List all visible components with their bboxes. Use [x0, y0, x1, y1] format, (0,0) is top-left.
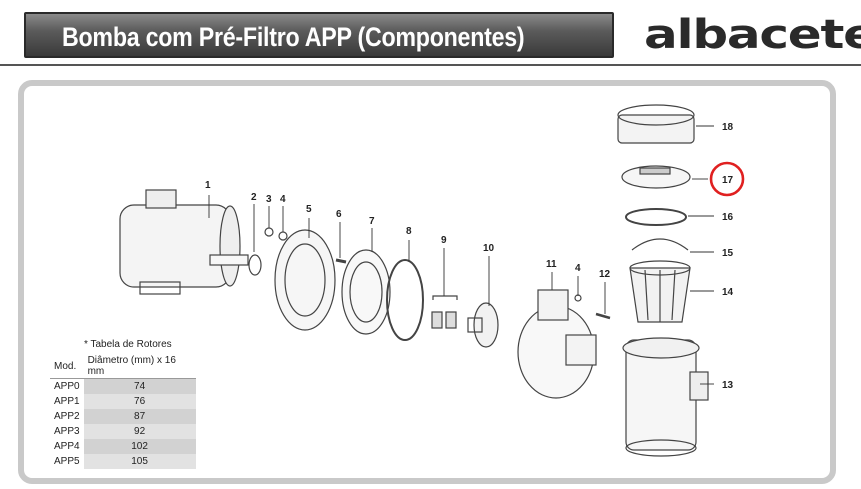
cell-diameter: 105 [83, 454, 196, 469]
part-strainer-housing [622, 337, 709, 457]
part-screw-12 [595, 312, 611, 320]
table-row: APP1 76 [50, 394, 196, 409]
part-o-ring [386, 259, 424, 341]
table-row: APP5 105 [50, 454, 196, 469]
cell-diameter: 76 [83, 394, 196, 409]
table-header: Mod. Diâmetro (mm) x 16 mm [50, 354, 196, 379]
part-screw [335, 258, 347, 264]
label-3: 3 [266, 194, 272, 205]
label-9: 9 [441, 235, 447, 246]
page-title: Bomba com Pré-Filtro APP (Componentes) [62, 22, 525, 52]
part-volute [517, 289, 597, 399]
part-nut-3 [264, 227, 274, 237]
label-16: 16 [722, 212, 734, 223]
part-lock-ring [617, 104, 695, 144]
part-motor [119, 189, 249, 295]
label-12: 12 [599, 269, 611, 280]
table-row: APP3 92 [50, 424, 196, 439]
cell-model: APP2 [50, 409, 84, 424]
label-1: 1 [205, 180, 211, 191]
cell-diameter: 87 [83, 409, 196, 424]
cell-diameter: 92 [83, 424, 196, 439]
label-2: 2 [251, 192, 257, 203]
cell-model: APP4 [50, 439, 84, 454]
part-washer [248, 254, 262, 276]
leader-lines [208, 125, 714, 385]
label-8: 8 [406, 226, 412, 237]
label-10: 10 [483, 243, 495, 254]
label-5: 5 [306, 204, 312, 215]
part-gasket [625, 208, 687, 226]
part-basket [629, 260, 691, 323]
cell-model: APP0 [50, 378, 84, 394]
brand-logo: albacete [644, 12, 861, 58]
label-4b: 4 [575, 263, 581, 274]
rotor-table-note: * Tabela de Rotores [84, 339, 172, 350]
label-13: 13 [722, 380, 734, 391]
label-11: 11 [546, 259, 557, 270]
column-diameter: Diâmetro (mm) x 16 mm [83, 354, 196, 379]
rotor-table: Mod. Diâmetro (mm) x 16 mm APP0 74 APP1 … [50, 354, 196, 469]
part-impeller [467, 302, 499, 348]
table-row: APP0 74 [50, 378, 196, 394]
header: Bomba com Pré-Filtro APP (Componentes) a… [0, 0, 861, 68]
column-model: Mod. [50, 354, 84, 379]
part-flange [274, 229, 336, 331]
highlight-circle [709, 161, 745, 197]
label-15: 15 [722, 248, 734, 259]
cell-model: APP1 [50, 394, 84, 409]
cell-diameter: 102 [83, 439, 196, 454]
part-lid [621, 165, 691, 189]
table-row: APP2 87 [50, 409, 196, 424]
part-handle [631, 238, 689, 251]
label-14: 14 [722, 287, 734, 298]
cell-diameter: 74 [83, 378, 196, 394]
cell-model: APP5 [50, 454, 84, 469]
part-labels: 1 2 3 4 5 6 7 8 9 10 11 4 12 13 14 15 16… [205, 122, 734, 391]
label-7: 7 [369, 216, 375, 227]
label-17: 17 [722, 175, 734, 186]
table-row: APP4 102 [50, 439, 196, 454]
label-6: 6 [336, 209, 342, 220]
part-mechanical-seal [431, 295, 458, 329]
part-seal-plate [341, 249, 391, 335]
title-bar: Bomba com Pré-Filtro APP (Componentes) [24, 12, 614, 58]
cell-model: APP3 [50, 424, 84, 439]
label-18: 18 [722, 122, 734, 133]
part-nut-4 [278, 231, 288, 241]
label-4: 4 [280, 194, 286, 205]
header-divider [0, 64, 861, 66]
